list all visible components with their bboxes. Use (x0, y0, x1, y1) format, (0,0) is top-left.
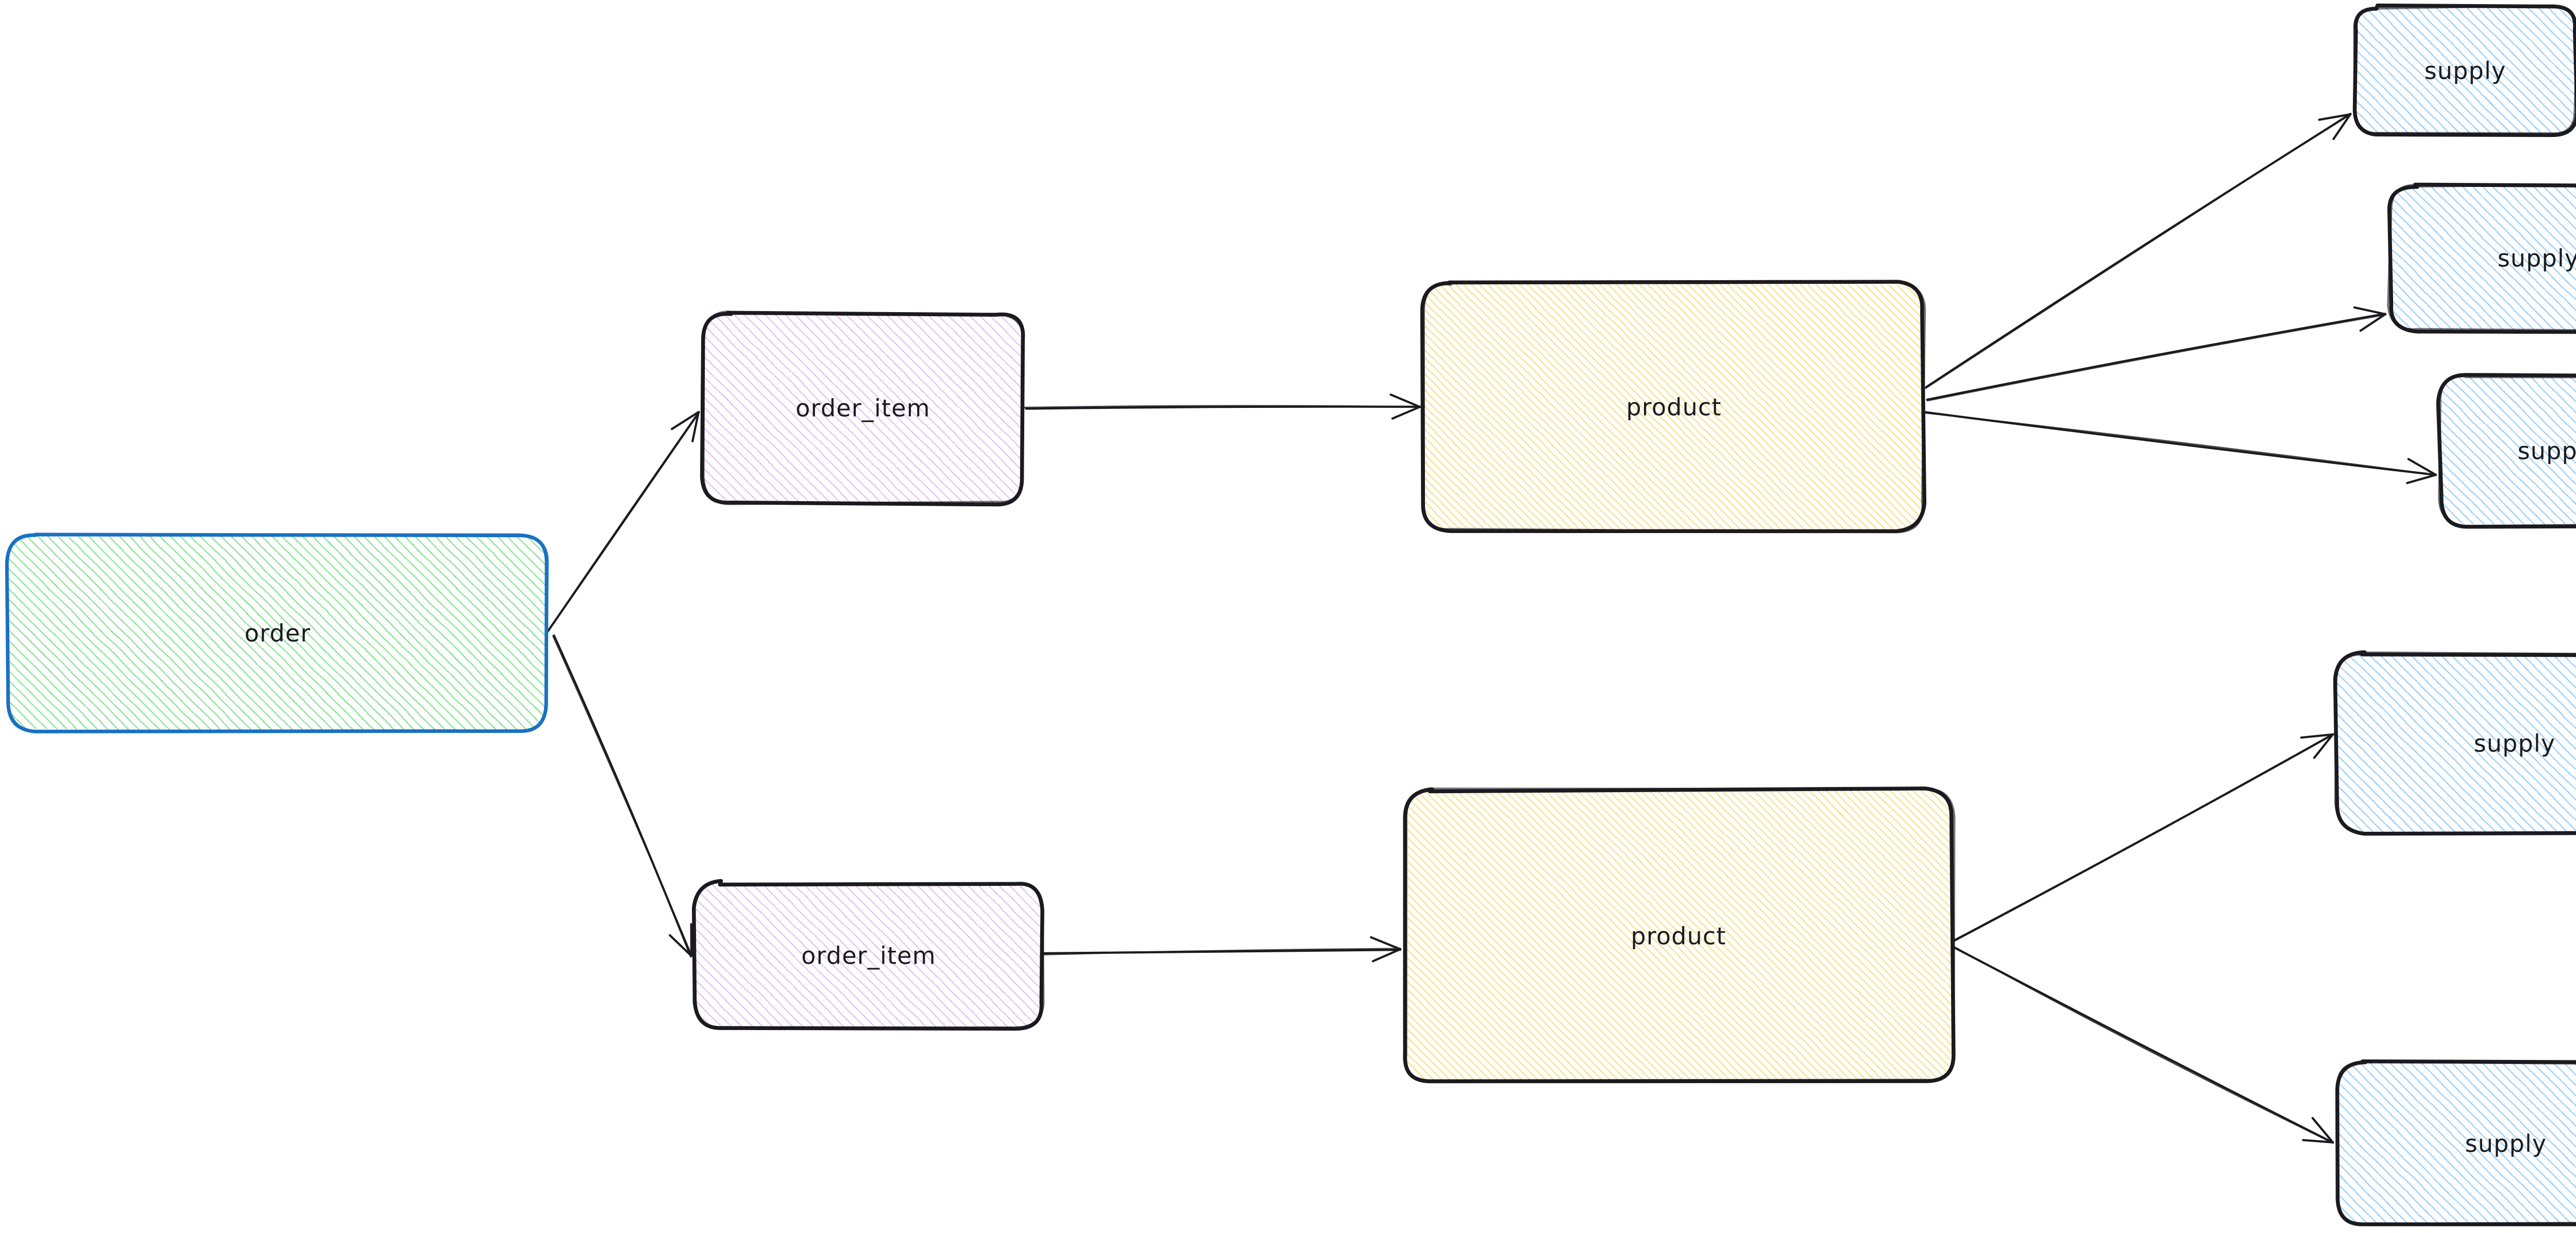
node-fill (2336, 653, 2576, 833)
node-fill (2353, 6, 2576, 135)
arrowhead-barb-1 (2302, 1139, 2334, 1144)
node-supply_2[interactable]: supply (2387, 182, 2576, 334)
node-outline (2334, 651, 2576, 835)
nodes-layer: orderorder_itemorder_itemproductproducts… (5, 3, 2576, 1226)
edge-line (1953, 733, 2334, 942)
arrowhead-barb-1 (2406, 473, 2437, 484)
arrowhead-barb-2 (2311, 1117, 2334, 1144)
arrowhead-barb-2 (2353, 306, 2387, 316)
edge-line (1926, 313, 2386, 401)
node-outline (702, 310, 1025, 505)
edge-line (552, 635, 693, 957)
edge-product_top-to-supply_1[interactable] (1925, 113, 2352, 389)
node-label: supply (2498, 245, 2576, 272)
edge-line (1952, 945, 2334, 1144)
node-supply_3[interactable]: supply (2436, 373, 2576, 529)
node-product_top[interactable]: product (1420, 280, 1927, 534)
node-outline (2336, 1060, 2576, 1225)
node-label: supply (2518, 437, 2576, 465)
edges-layer (546, 113, 2437, 1144)
edge-line (1952, 733, 2334, 942)
arrowhead-barb-2 (1389, 393, 1421, 408)
arrowhead-barb-2 (671, 410, 700, 431)
arrowhead-barb-2 (2407, 458, 2437, 476)
node-label: supply (2474, 730, 2556, 758)
edge-product_top-to-supply_2[interactable] (1926, 306, 2387, 402)
arrowhead-barb-2 (1369, 936, 1402, 951)
edge-line (1925, 113, 2351, 389)
edge-order_item_bottom-to-product_bottom[interactable] (1043, 936, 1402, 963)
node-supply_1[interactable]: supply (2352, 3, 2576, 137)
edge-line (1925, 412, 2436, 476)
node-outline (1403, 786, 1956, 1084)
node-outline (692, 880, 1045, 1030)
edge-order-to-order_item_top[interactable] (546, 410, 700, 633)
node-outline (1403, 787, 1956, 1082)
node-outline (2387, 182, 2576, 334)
edge-product_top-to-supply_3[interactable] (1923, 411, 2437, 484)
node-outline (6, 533, 549, 733)
node-outline (2353, 4, 2576, 135)
arrowhead-barb-1 (669, 934, 693, 957)
edge-line (1043, 948, 1402, 955)
node-outline (2387, 183, 2576, 332)
node-label: order_item (795, 395, 930, 422)
node-fill (2441, 375, 2576, 525)
arrowhead-barb-1 (2359, 313, 2387, 332)
node-label: order (245, 620, 311, 647)
node-fill (694, 882, 1042, 1029)
node-fill (2336, 1062, 2576, 1224)
edge-line (1926, 314, 2386, 402)
node-label: order_item (801, 942, 936, 970)
node-label: product (1626, 393, 1721, 421)
arrowhead-barb-1 (2313, 733, 2334, 759)
node-fill (1424, 282, 1925, 532)
node-supply_5[interactable]: supply (2335, 1059, 2576, 1226)
arrowhead-barb-2 (2318, 113, 2352, 121)
edge-line (1953, 946, 2334, 1144)
node-outline (2438, 375, 2576, 527)
node-label: supply (2465, 1130, 2547, 1158)
node-fill (8, 534, 548, 732)
arrowhead-barb-1 (691, 410, 700, 442)
node-order_item_bottom[interactable]: order_item (692, 879, 1045, 1031)
edge-line (547, 411, 700, 632)
node-outline (1422, 280, 1926, 534)
node-label: product (1631, 922, 1726, 950)
edge-product_bottom-to-supply_5[interactable] (1952, 945, 2334, 1144)
node-fill (703, 312, 1024, 503)
arrowhead-barb-2 (2300, 733, 2334, 739)
node-order_item_top[interactable]: order_item (700, 310, 1025, 507)
arrowhead-barb-1 (2332, 113, 2352, 140)
node-order[interactable]: order (5, 533, 549, 733)
arrowhead-barb-1 (1391, 405, 1421, 420)
node-product_bottom[interactable]: product (1403, 786, 1956, 1084)
node-label: supply (2425, 57, 2506, 85)
edge-line (1024, 405, 1421, 408)
edge-product_bottom-to-supply_4[interactable] (1952, 733, 2334, 942)
arrowhead-barb-1 (1371, 948, 1402, 963)
node-fill (2391, 184, 2576, 331)
node-supply_4[interactable]: supply (2333, 650, 2576, 836)
edge-order-to-order_item_bottom[interactable] (552, 634, 693, 957)
edge-order_item_top-to-product_top[interactable] (1024, 393, 1421, 420)
node-fill (1405, 790, 1954, 1082)
